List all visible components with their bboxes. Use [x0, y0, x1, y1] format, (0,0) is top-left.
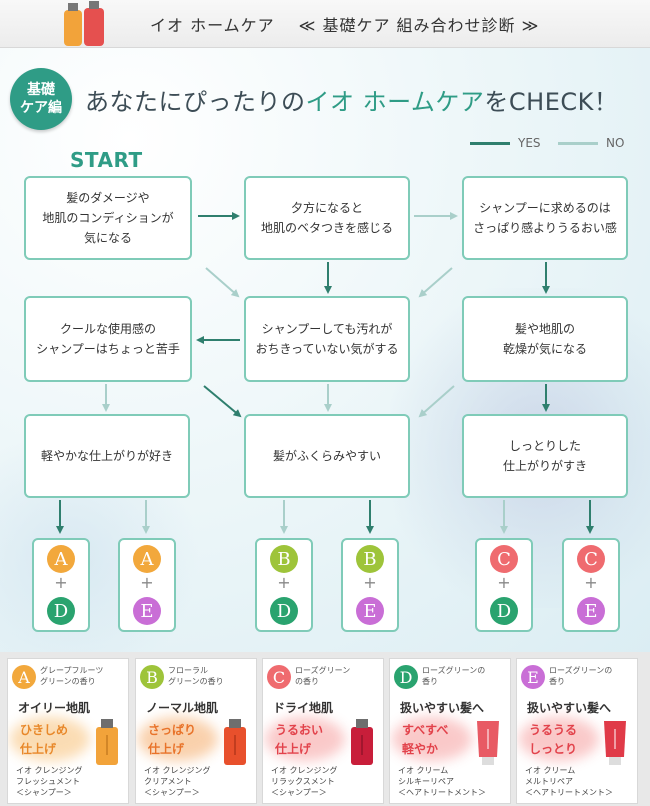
legend-yes: YES: [470, 136, 541, 150]
product-e-letter: E: [521, 665, 545, 689]
result-a-e-bottom-circle: E: [133, 597, 161, 625]
result-b-e-top-circle: B: [356, 545, 384, 573]
legend-no-label: NO: [606, 136, 625, 150]
product-b-letter: B: [140, 665, 164, 689]
result-b-e-plus: +: [363, 573, 377, 592]
result-a-e-top-circle: A: [133, 545, 161, 573]
arrow-q4-q8-yes: [203, 385, 242, 418]
product-card-c[interactable]: C ローズグリーン の香り ドライ地肌 うるおい 仕上げ イオ クレンジング リ…: [262, 658, 384, 804]
result-a-d-plus: +: [54, 573, 68, 592]
header-title: イオ ホームケア ≪ 基礎ケア 組み合わせ診断 ≫: [150, 12, 539, 36]
question-box-cool-feel: クールな使用感の シャンプーはちょっと苦手: [24, 296, 192, 382]
result-c-e-bottom-circle: E: [577, 597, 605, 625]
badge-line-2: ケア編: [20, 100, 62, 116]
product-card-e[interactable]: E ローズグリーンの 香り 扱いやすい髪へ うるうる しっとり イオ クリーム …: [516, 658, 638, 804]
product-c-scent: ローズグリーン の香り: [295, 666, 351, 686]
product-a-scalp-type: オイリー地肌: [18, 701, 91, 715]
question-box-moist-finish: しっとりした 仕上がりがすき: [462, 414, 628, 498]
shampoo-bottle-orange-icon: [96, 719, 118, 765]
treatment-tube-red-icon: [604, 721, 626, 765]
product-b-glow: [138, 717, 218, 761]
product-d-name: イオ クリーム シルキーリペア ＜ヘアトリートメント＞: [398, 766, 486, 797]
question-box-volume: 髪がふくらみやすい: [244, 414, 410, 498]
result-a-d-bottom-circle: D: [47, 597, 75, 625]
product-d-scent: ローズグリーンの 香り: [422, 666, 486, 686]
question-box-damage: 髪のダメージや 地肌のコンディションが 気になる: [24, 176, 192, 260]
result-c-d-top-circle: C: [490, 545, 518, 573]
product-b-finish: さっぱり 仕上げ: [148, 723, 197, 756]
flow-arrows: [56, 212, 594, 534]
question-box-moisture: シャンプーに求めるのは さっぱり感よりうるおい感: [462, 176, 628, 260]
shampoo-bottle-red-orange-icon: [224, 719, 246, 765]
question-box-oily-evening: 夕方になると 地肌のベタつきを感じる: [244, 176, 410, 260]
question-box-dirt-remains: シャンプーしても汚れが おちきっていない気がする: [244, 296, 410, 382]
result-b-d-top-circle: B: [270, 545, 298, 573]
product-a-letter: A: [12, 665, 36, 689]
header-subtitle: ≪ 基礎ケア 組み合わせ診断 ≫: [298, 16, 540, 35]
flowchart-area: 基礎 ケア編 あなたにぴったりのイオ ホームケアをCHECK！ YES NO S…: [0, 48, 650, 652]
legend-yes-line: [470, 141, 510, 145]
product-b-name: イオ クレンジング クリアメント ＜シャンプー＞: [144, 766, 211, 797]
basic-care-badge: 基礎 ケア編: [10, 68, 72, 130]
result-b-d-bottom-circle: D: [270, 597, 298, 625]
product-c-letter: C: [267, 665, 291, 689]
result-a-d-top-circle: A: [47, 545, 75, 573]
product-d-hair-type: 扱いやすい髪へ: [400, 701, 485, 715]
header-title-text: イオ ホームケア: [150, 16, 275, 35]
product-c-scalp-type: ドライ地肌: [273, 701, 334, 715]
product-e-name: イオ クリーム メルトリペア ＜ヘアトリートメント＞: [525, 766, 613, 797]
legend-yes-label: YES: [518, 136, 541, 150]
result-c-d-bottom-circle: D: [490, 597, 518, 625]
result-a-e-plus: +: [140, 573, 154, 592]
product-a-glow: [10, 717, 90, 761]
badge-line-1: 基礎: [27, 82, 55, 98]
result-c-e-plus: +: [584, 573, 598, 592]
product-d-finish: すべすべ 軽やか: [402, 723, 449, 756]
product-e-finish: うるうる しっとり: [529, 723, 578, 756]
main-title-part1: あなたにぴったりの: [85, 88, 306, 116]
product-b-scalp-type: ノーマル地肌: [146, 701, 219, 715]
arrow-q6-q8-no: [418, 385, 455, 418]
shampoo-bottle-crimson-icon: [351, 719, 373, 765]
start-label: START: [70, 148, 143, 172]
header-bar: イオ ホームケア ≪ 基礎ケア 組み合わせ診断 ≫: [0, 0, 650, 48]
product-cards: A グレープフルーツ グリーンの香り オイリー地肌 ひきしめ 仕上げ イオ クレ…: [0, 652, 650, 806]
treatment-tube-pink-icon: [477, 721, 499, 765]
question-box-dryness: 髪や地肌の 乾燥が気になる: [462, 296, 628, 382]
main-title-part2: をCHECK！: [484, 88, 619, 116]
product-a-finish: ひきしめ 仕上げ: [20, 723, 69, 756]
result-b-e-bottom-circle: E: [356, 597, 384, 625]
product-a-scent: グレープフルーツ グリーンの香り: [40, 666, 104, 686]
arrow-q3-q5-no: [418, 267, 453, 298]
arrow-q1-q5-no: [205, 267, 240, 298]
main-title-accent: イオ ホームケア: [305, 88, 485, 116]
main-title: あなたにぴったりのイオ ホームケアをCHECK！: [85, 82, 618, 117]
product-b-scent: フローラル グリーンの香り: [168, 666, 224, 686]
legend-no: NO: [558, 136, 624, 150]
result-c-e-top-circle: C: [577, 545, 605, 573]
legend-no-line: [558, 141, 598, 145]
product-e-hair-type: 扱いやすい髪へ: [527, 701, 612, 715]
product-c-finish: うるおい 仕上げ: [275, 723, 324, 756]
product-bottles-image: [64, 1, 104, 46]
product-d-letter: D: [394, 665, 418, 689]
result-b-d-plus: +: [277, 573, 291, 592]
product-d-glow: [392, 717, 472, 761]
product-e-scent: ローズグリーンの 香り: [549, 666, 613, 686]
product-e-glow: [519, 717, 599, 761]
product-card-a[interactable]: A グレープフルーツ グリーンの香り オイリー地肌 ひきしめ 仕上げ イオ クレ…: [7, 658, 129, 804]
product-card-b[interactable]: B フローラル グリーンの香り ノーマル地肌 さっぱり 仕上げ イオ クレンジン…: [135, 658, 257, 804]
product-c-name: イオ クレンジング リラックスメント ＜シャンプー＞: [271, 766, 338, 797]
product-a-name: イオ クレンジング フレッシュメント ＜シャンプー＞: [16, 766, 83, 797]
result-c-d-plus: +: [497, 573, 511, 592]
question-box-light-finish: 軽やかな仕上がりが好き: [24, 414, 190, 498]
product-card-d[interactable]: D ローズグリーンの 香り 扱いやすい髪へ すべすべ 軽やか イオ クリーム シ…: [389, 658, 511, 804]
product-c-glow: [265, 717, 345, 761]
